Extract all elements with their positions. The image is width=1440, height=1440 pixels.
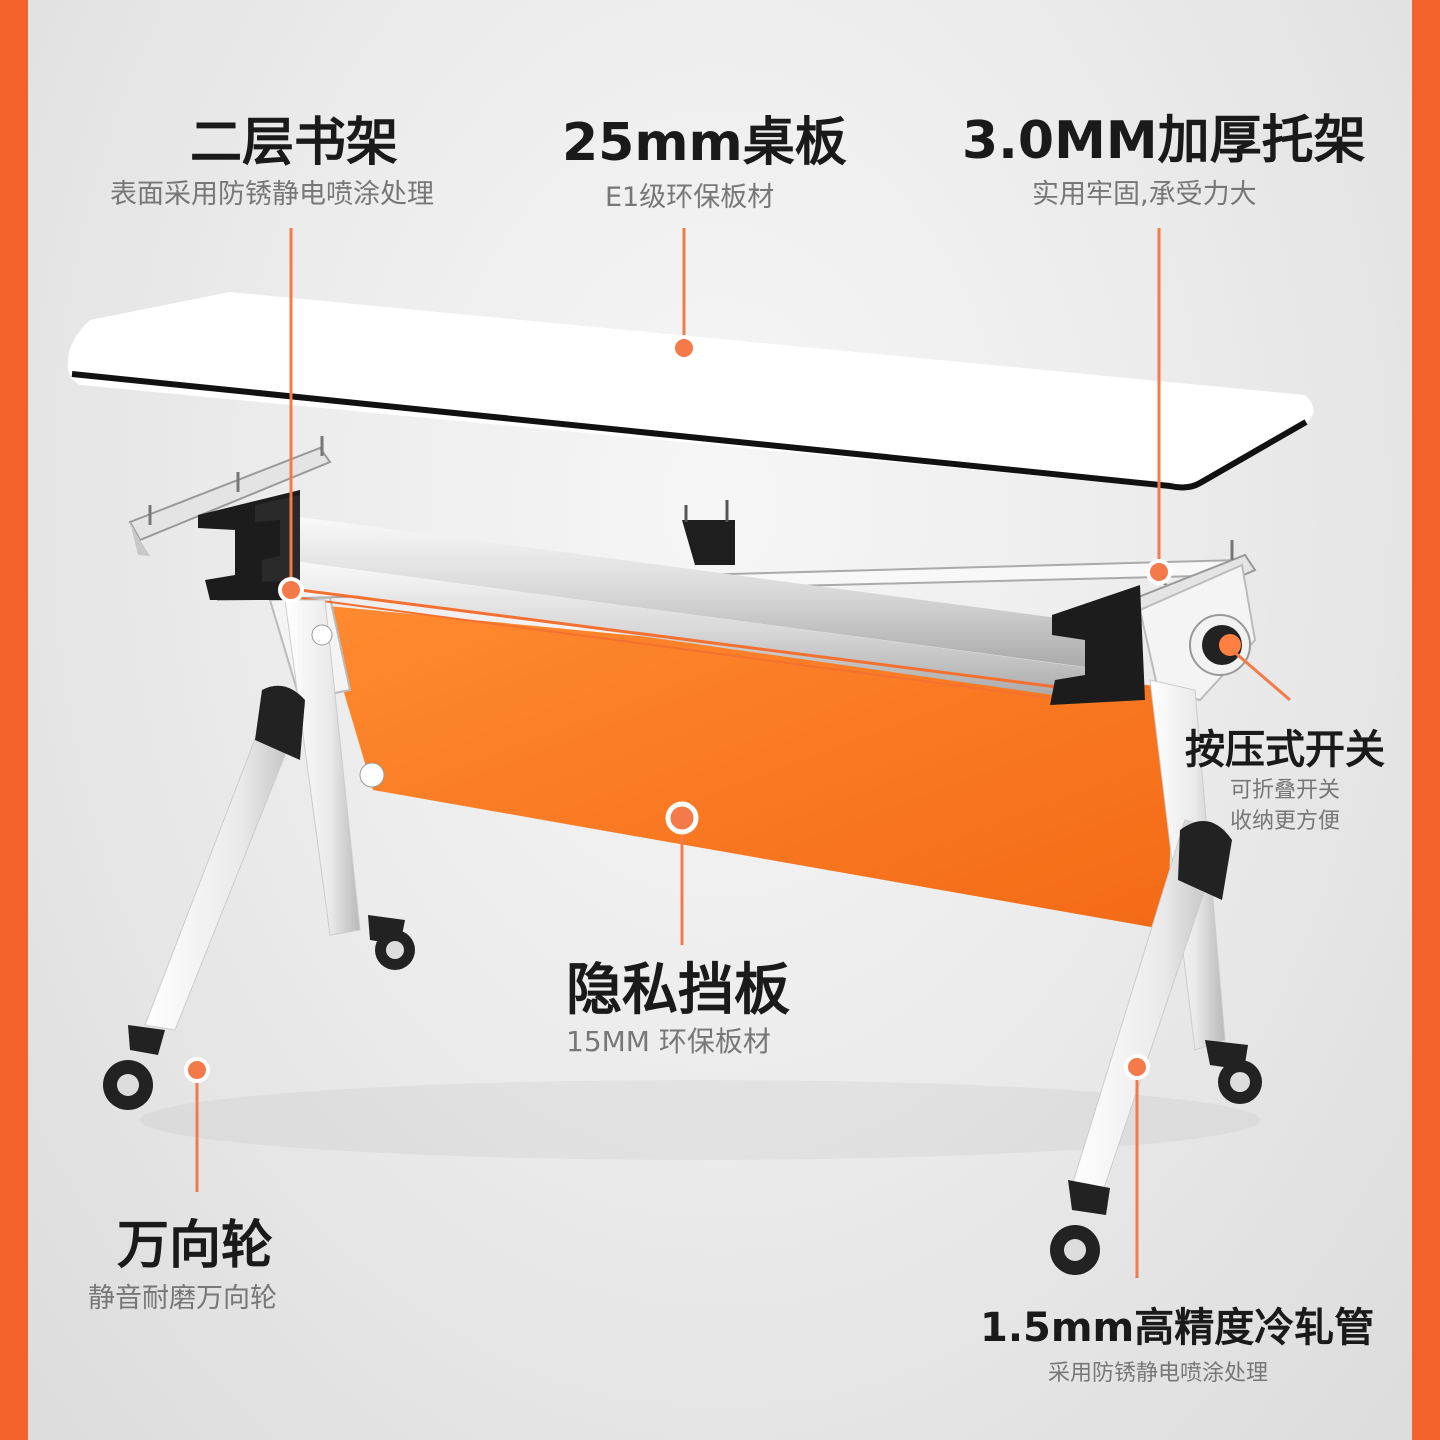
callout-dot-shelf	[278, 577, 304, 603]
callout-bracket-subtitle: 实用牢固,承受力大	[1032, 179, 1257, 210]
shelf-clamps	[198, 490, 1145, 705]
callout-dot-bracket	[1146, 559, 1172, 585]
callout-wheel-subtitle: 静音耐磨万向轮	[88, 1283, 277, 1314]
caster-wheel	[1050, 1180, 1110, 1275]
callout-tube-subtitle: 采用防锈静电喷涂处理	[1048, 1361, 1269, 1386]
callout-dot-tube	[1124, 1054, 1150, 1080]
callout-dot-modesty	[665, 801, 699, 835]
callout-wheel-title: 万向轮	[117, 1216, 274, 1276]
left-legs	[144, 599, 385, 1031]
callout-tube-title: 1.5mm高精度冷轧管	[980, 1305, 1375, 1351]
caster-wheel	[103, 1025, 165, 1110]
casters	[103, 915, 1262, 1275]
callout-shelf-subtitle: 表面采用防锈静电喷涂处理	[110, 179, 434, 210]
callout-dots	[184, 335, 1172, 1083]
callout-switch-subtitle-1: 可折叠开关	[1230, 778, 1341, 803]
callout-shelf-title: 二层书架	[190, 113, 399, 173]
callout-dot-top	[671, 335, 697, 361]
shelf-tubes	[283, 500, 1110, 703]
callout-top-title: 25mm桌板	[562, 113, 847, 173]
callout-lines	[195, 228, 1291, 1278]
callout-switch-subtitle-2: 收纳更方便	[1230, 809, 1341, 834]
floor-shadow	[140, 1080, 1260, 1160]
folding-switch	[1189, 614, 1251, 676]
caster-wheel	[368, 915, 415, 970]
callout-modesty-subtitle: 15MM 环保板材	[566, 1025, 771, 1058]
caster-wheel	[1205, 1040, 1262, 1104]
callout-dot-wheel	[184, 1057, 210, 1083]
callout-switch-title: 按压式开关	[1185, 727, 1385, 773]
callout-modesty-title: 隐私挡板	[566, 958, 790, 1023]
right-legs	[1069, 679, 1232, 1201]
table-top	[67, 292, 1314, 491]
callout-top-subtitle: E1级环保板材	[605, 182, 775, 213]
callout-bracket-title: 3.0MM加厚托架	[962, 111, 1366, 171]
